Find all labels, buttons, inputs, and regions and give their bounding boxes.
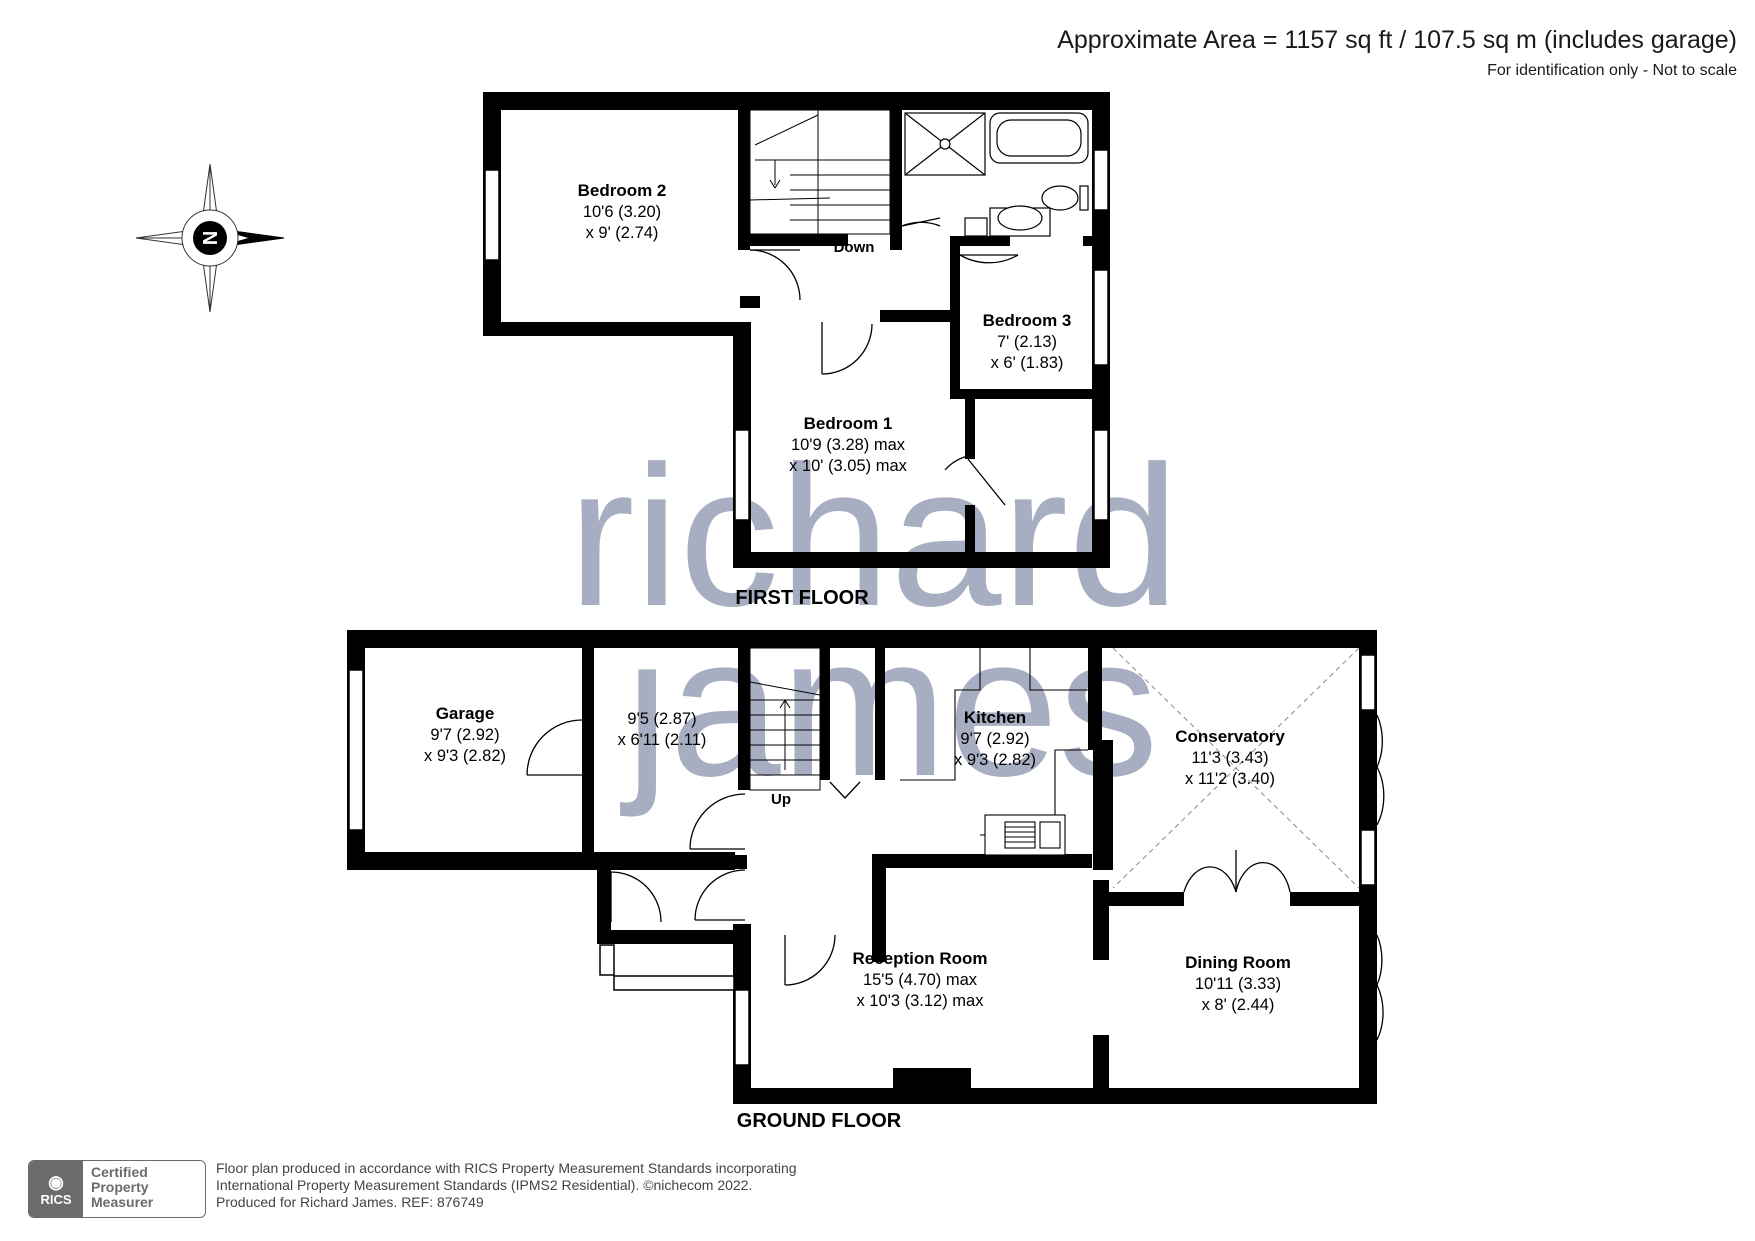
- room-name: Bedroom 3: [983, 311, 1072, 330]
- footer-line: International Property Measurement Stand…: [216, 1177, 753, 1193]
- first-floor-label: FIRST FLOOR: [735, 587, 869, 609]
- compass-letter: N: [198, 231, 220, 245]
- room-dim: 11'3 (3.43): [1191, 749, 1268, 767]
- rics-lion-icon: ◉: [48, 1171, 64, 1192]
- room-dim: x 11'2 (3.40): [1185, 770, 1275, 788]
- ground-floor-labels: Garage 9'7 (2.92) x 9'3 (2.82) 9'5 (2.87…: [424, 704, 1291, 1132]
- room-dim: x 6'11 (2.11): [618, 731, 707, 749]
- room-name: Reception Room: [852, 949, 987, 968]
- room-dim: x 9'3 (2.82): [954, 751, 1036, 769]
- rics-logo: ◉ RICS: [29, 1161, 83, 1217]
- rics-badge-caption: Certified Property Measurer: [83, 1161, 205, 1217]
- first-floor-doors: [749, 217, 1019, 506]
- badge-line: Certified: [91, 1164, 148, 1180]
- first-floor-labels: Bedroom 2 10'6 (3.20) x 9' (2.74) Bedroo…: [578, 181, 1072, 609]
- room-dim: x 8' (2.44): [1202, 996, 1275, 1014]
- room-dim: 9'7 (2.92): [960, 730, 1029, 748]
- first-floor-windows: [484, 149, 1109, 521]
- stairs-down-label: Down: [834, 239, 875, 256]
- room-name: Dining Room: [1185, 953, 1291, 972]
- approximate-area: Approximate Area = 1157 sq ft / 107.5 sq…: [1057, 26, 1737, 54]
- ground-floor-doors: [526, 714, 1385, 1041]
- badge-line: Measurer: [91, 1194, 154, 1210]
- footer-line: Floor plan produced in accordance with R…: [216, 1160, 797, 1176]
- room-dim: 10'9 (3.28) max: [791, 436, 906, 454]
- room-dim: x 9' (2.74): [586, 224, 659, 242]
- watermark-line1: richard: [568, 425, 1179, 648]
- footer-line: Produced for Richard James. REF: 876749: [216, 1194, 484, 1210]
- room-name: Kitchen: [964, 708, 1026, 727]
- ground-floor-label: GROUND FLOOR: [737, 1110, 902, 1132]
- room-name: Garage: [436, 704, 495, 723]
- room-dim: 9'7 (2.92): [430, 726, 499, 744]
- rics-certified-badge: ◉ RICS Certified Property Measurer: [28, 1160, 206, 1218]
- room-dim: 7' (2.13): [997, 333, 1057, 351]
- bathroom-fixtures: [904, 112, 1089, 237]
- stairs-up-label: Up: [771, 791, 791, 808]
- room-dim: x 10'3 (3.12) max: [857, 992, 985, 1010]
- room-name: Bedroom 2: [578, 181, 667, 200]
- compass-rose-icon: N: [135, 163, 285, 313]
- ground-floor-stairs: [749, 647, 821, 791]
- room-dim: x 9'3 (2.82): [424, 747, 506, 765]
- room-dim: x 6' (1.83): [991, 354, 1064, 372]
- conservatory-roof-lines: [1112, 647, 1360, 889]
- watermark: richard james: [568, 425, 1179, 818]
- first-floor-stairs: [749, 109, 891, 235]
- room-dim: x 10' (3.05) max: [789, 457, 908, 475]
- kitchen-fixtures: [900, 648, 1088, 856]
- room-dim: 9'5 (2.87): [627, 710, 696, 728]
- ground-floor-windows: [348, 654, 1376, 1066]
- room-dim: 10'6 (3.20): [583, 203, 661, 221]
- footer-notes: Floor plan produced in accordance with R…: [216, 1160, 797, 1211]
- room-name: Conservatory: [1175, 727, 1285, 746]
- watermark-line2: james: [620, 595, 1159, 818]
- room-name: Bedroom 1: [804, 414, 893, 433]
- rics-badge-text: RICS: [40, 1191, 72, 1207]
- room-dim: 10'11 (3.33): [1195, 975, 1281, 993]
- room-dim: 15'5 (4.70) max: [863, 971, 978, 989]
- badge-line: Property: [91, 1179, 149, 1195]
- identification-note: For identification only - Not to scale: [1487, 62, 1737, 79]
